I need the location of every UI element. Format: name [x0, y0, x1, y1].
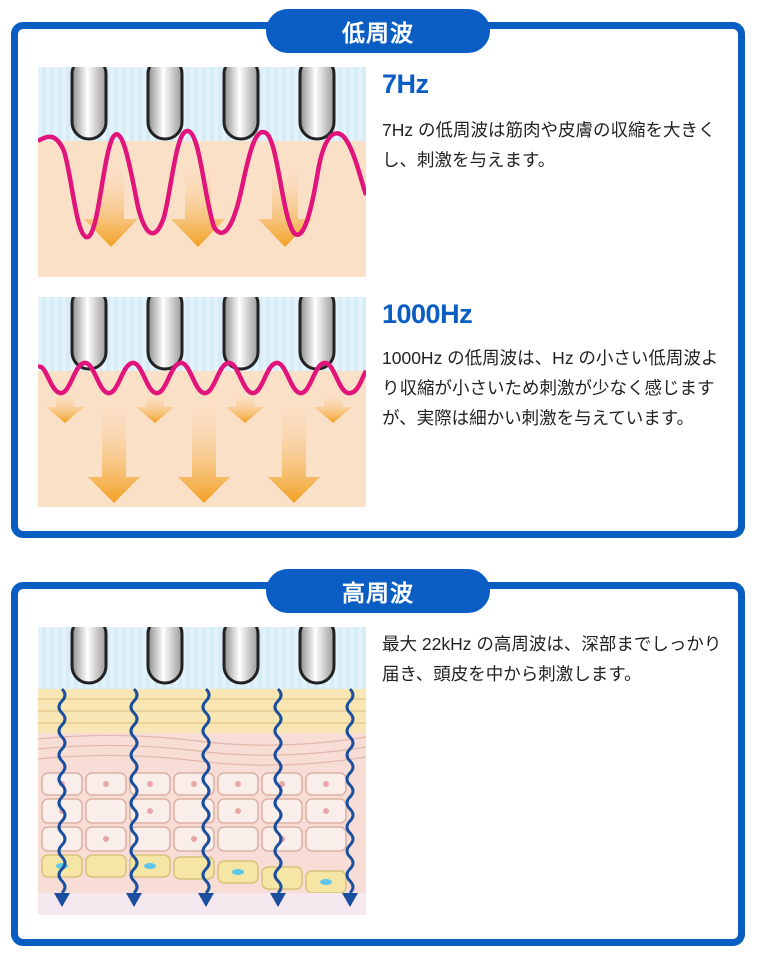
arrow-icon [46, 391, 84, 423]
probe-icon [222, 297, 260, 371]
arrow-icon [178, 393, 230, 503]
wave-1000hz [38, 360, 366, 396]
probe-icon [222, 627, 260, 685]
probe-group-1000hz [70, 297, 336, 371]
heading-7hz: 7Hz [382, 69, 429, 99]
low-frequency-title: 低周波 [266, 9, 490, 53]
high-frequency-title: 高周波 [266, 569, 490, 613]
arrow-icon [88, 393, 140, 503]
wave-22khz [345, 687, 355, 895]
probe-icon [298, 297, 336, 371]
arrow-icon [226, 391, 264, 423]
arrow-icon [268, 393, 320, 503]
arrowhead-icon [198, 893, 214, 907]
arrowhead-icon [342, 893, 358, 907]
arrowhead-icon [126, 893, 142, 907]
wave-22khz [129, 687, 139, 895]
arrow-icon [136, 391, 174, 423]
wave-22khz [201, 687, 211, 895]
probe-icon [298, 627, 336, 685]
arrowhead-icon [270, 893, 286, 907]
probe-icon [146, 67, 184, 141]
low-frequency-panel: 低周波 [11, 9, 745, 538]
probe-icon [146, 297, 184, 371]
arrowhead-icon [54, 893, 70, 907]
heading-1000hz: 1000Hz [382, 299, 473, 329]
wave-group-22khz [57, 687, 355, 895]
arrow-group-1000hz [46, 391, 352, 503]
illustration-22khz-svg [38, 627, 366, 915]
illustration-7hz [38, 67, 366, 277]
probe-icon [70, 67, 108, 141]
wave-7hz [38, 128, 366, 240]
probe-icon [222, 67, 260, 141]
arrow-icon [84, 159, 138, 247]
wave-22khz [273, 687, 283, 895]
illustration-22khz [38, 627, 366, 915]
probe-icon [70, 627, 108, 685]
probe-icon [146, 627, 184, 685]
probe-icon [298, 67, 336, 141]
illustration-1000hz-svg [38, 297, 366, 507]
probe-group-22khz [70, 627, 336, 685]
illustration-1000hz [38, 297, 366, 507]
description-7hz: 7Hz の低周波は筋肉や皮膚の収縮を大きくし、刺激を与えます。 [382, 120, 716, 170]
description-22khz: 最大 22kHz の高周波は、深部までしっかり届き、頭皮を中から刺激します。 [382, 634, 722, 684]
probe-icon [70, 297, 108, 371]
high-frequency-panel: 高周波 [11, 569, 745, 946]
description-1000hz: 1000Hz の低周波は、Hz の小さい低周波より収縮が小さいため刺激が少なく感… [382, 348, 719, 428]
wave-22khz [57, 687, 67, 895]
arrowhead-group-22khz [54, 893, 358, 907]
probe-group-7hz [70, 67, 336, 141]
arrow-icon [314, 391, 352, 423]
illustration-7hz-svg [38, 67, 366, 277]
